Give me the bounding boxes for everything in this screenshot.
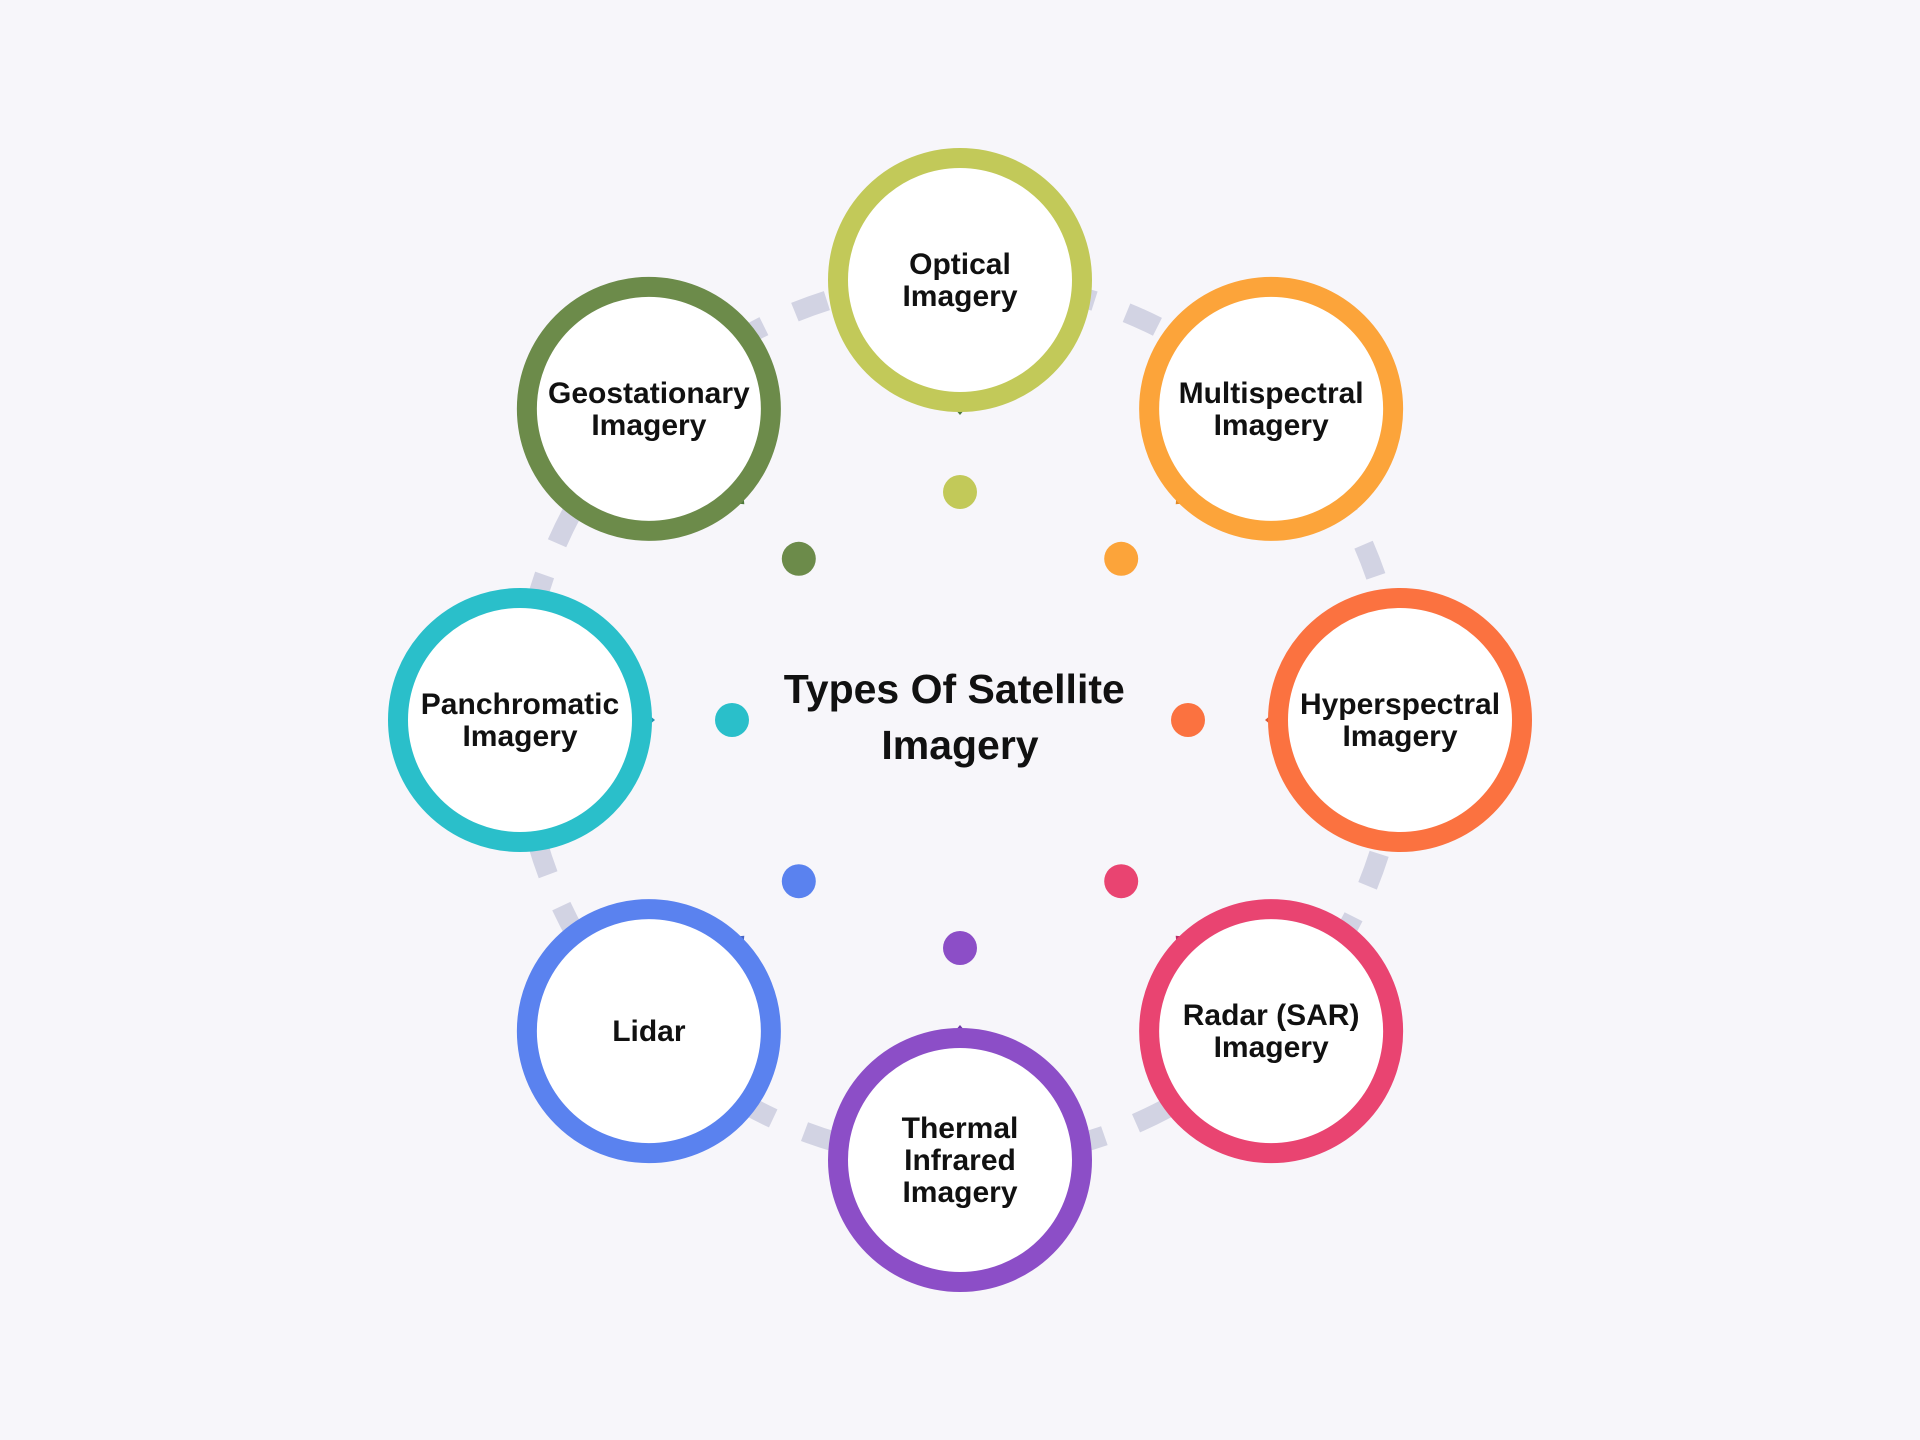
title-line-2: Imagery xyxy=(881,722,1038,768)
dot-geostationary-imagery xyxy=(781,541,816,576)
multispectral-imagery-circle xyxy=(1139,276,1404,541)
dot-radar-sar-imagery xyxy=(1104,864,1139,899)
lidar-label-line: Lidar xyxy=(612,1015,686,1048)
diagram-title: Types Of Satellite Imagery xyxy=(784,666,1136,768)
thermal-infrared-imagery-label-line: Imagery xyxy=(902,1176,1017,1209)
dot-panchromatic-imagery xyxy=(715,703,749,737)
radar-sar-imagery-label: Radar (SAR)Imagery xyxy=(1183,999,1360,1064)
inner-dots xyxy=(715,475,1205,965)
geostationary-imagery-label-line: Geostationary xyxy=(548,377,750,410)
optical-imagery-label-line: Imagery xyxy=(902,280,1017,313)
multispectral-imagery-label-line: Multispectral xyxy=(1179,377,1364,410)
hyperspectral-imagery-label-line: Hyperspectral xyxy=(1300,688,1500,721)
radar-sar-imagery-node: Radar (SAR)Imagery xyxy=(1139,899,1404,1164)
dot-lidar xyxy=(781,864,816,899)
panchromatic-imagery-label-line: Panchromatic xyxy=(421,688,619,721)
panchromatic-imagery-label-line: Imagery xyxy=(462,720,577,753)
lidar-label: Lidar xyxy=(612,1015,686,1048)
thermal-infrared-imagery-label-line: Thermal xyxy=(902,1112,1019,1145)
thermal-infrared-imagery-label-line: Infrared xyxy=(904,1144,1016,1177)
radar-sar-imagery-label-line: Imagery xyxy=(1214,1031,1329,1064)
optical-imagery-circle xyxy=(828,148,1092,412)
thermal-infrared-imagery-circle xyxy=(828,1028,1092,1292)
radar-sar-imagery-label-line: Radar (SAR) xyxy=(1183,999,1360,1032)
hyperspectral-imagery-label-line: Imagery xyxy=(1342,720,1457,753)
lidar-node: Lidar xyxy=(516,899,781,1164)
multispectral-imagery-label-line: Imagery xyxy=(1214,409,1329,442)
lidar-circle xyxy=(516,899,781,1164)
title-line-1: Types Of Satellite xyxy=(784,666,1125,712)
geostationary-imagery-label-line: Imagery xyxy=(591,409,706,442)
dot-hyperspectral-imagery xyxy=(1171,703,1205,737)
radar-sar-imagery-circle xyxy=(1139,899,1404,1164)
hyperspectral-imagery-circle xyxy=(1268,588,1532,852)
panchromatic-imagery-circle xyxy=(388,588,652,852)
geostationary-imagery-circle xyxy=(516,276,781,541)
dot-multispectral-imagery xyxy=(1104,541,1139,576)
dot-optical-imagery xyxy=(943,475,977,509)
optical-imagery-label-line: Optical xyxy=(909,248,1011,281)
dot-thermal-infrared-imagery xyxy=(943,931,977,965)
